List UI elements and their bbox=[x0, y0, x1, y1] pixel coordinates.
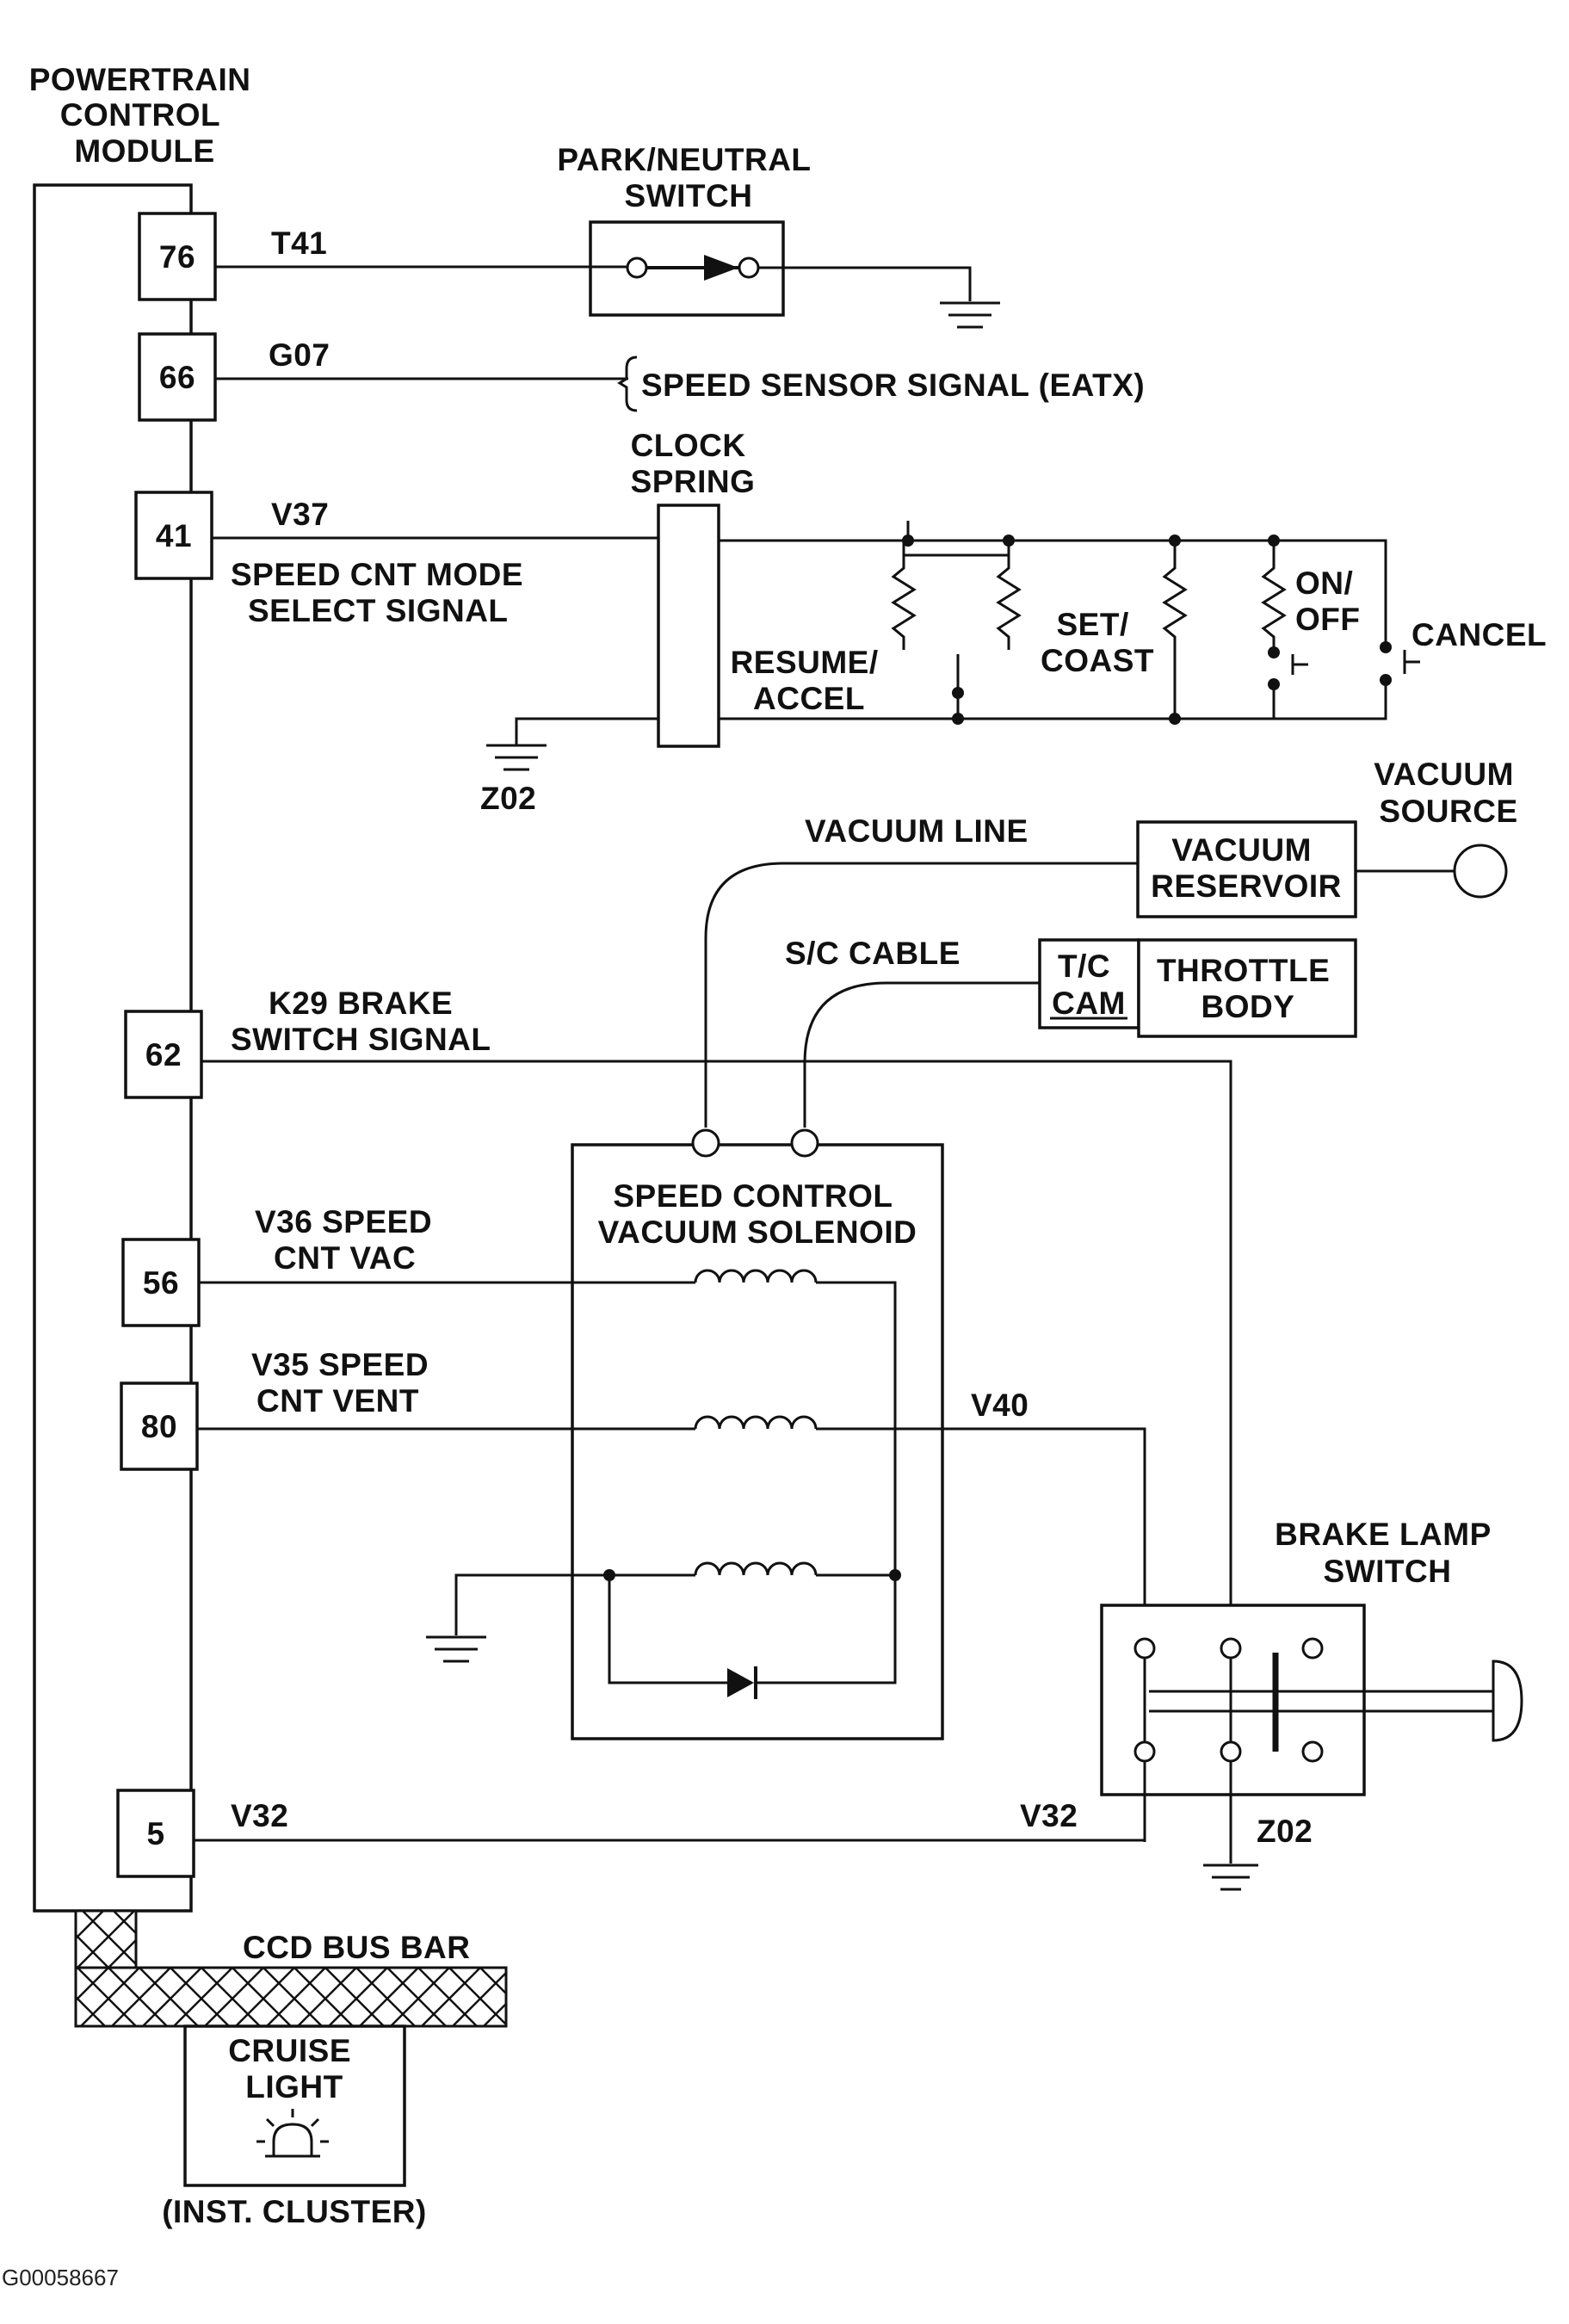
ground-icon bbox=[486, 744, 547, 771]
cancel-label: CANCEL bbox=[1411, 617, 1547, 652]
pcm-pin-76 bbox=[138, 212, 217, 301]
lamp-icon bbox=[256, 2109, 329, 2158]
tc-cam-label: T/C CAM bbox=[1052, 949, 1126, 1021]
wire-z02-ground bbox=[515, 717, 658, 745]
v37-description: SPEED CNT MODE SELECT SIGNAL bbox=[231, 557, 533, 628]
ccd-bus-bar bbox=[74, 1966, 508, 2028]
figure-code: G00058667 bbox=[2, 2265, 119, 2290]
pcm-pin-62 bbox=[124, 1010, 203, 1099]
vacuum-source-label: VACUUM SOURCE bbox=[1374, 757, 1523, 829]
wire-g07-label: G07 bbox=[269, 337, 330, 373]
brake-lamp-switch bbox=[1100, 1604, 1366, 1796]
cruise-light-label: CRUISE LIGHT bbox=[228, 2033, 361, 2105]
diode-icon bbox=[727, 1666, 757, 1699]
dump-coil bbox=[694, 1561, 818, 1576]
resistor-2 bbox=[996, 555, 1022, 650]
pcm-pin-80 bbox=[120, 1381, 199, 1471]
clock-spring-label: CLOCK SPRING bbox=[631, 428, 756, 499]
connector-bracket-icon bbox=[617, 355, 638, 412]
pin-76-label: 76 bbox=[159, 239, 195, 275]
wire-v32-left-label: V32 bbox=[231, 1798, 288, 1833]
wire-v37-label: V37 bbox=[271, 497, 329, 532]
resistor-on-off bbox=[1261, 541, 1287, 650]
wire-v35-label: V35 SPEED CNT VENT bbox=[251, 1347, 438, 1419]
wire-v40-label: V40 bbox=[971, 1388, 1028, 1423]
pcm-title: POWERTRAIN CONTROL MODULE bbox=[29, 62, 261, 169]
pin-80-label: 80 bbox=[141, 1409, 177, 1444]
vent-coil bbox=[694, 1415, 818, 1430]
ccd-bus-bar-label: CCD BUS BAR bbox=[243, 1930, 471, 1965]
speed-control-vacuum-solenoid bbox=[571, 1143, 944, 1740]
pin-5-label: 5 bbox=[146, 1816, 164, 1851]
solenoid-label: SPEED CONTROL VACUUM SOLENOID bbox=[598, 1178, 917, 1250]
wire-v36-label: V36 SPEED CNT VAC bbox=[255, 1204, 442, 1276]
vacuum-reservoir-label: VACUUM RESERVOIR bbox=[1151, 832, 1342, 904]
ground-icon bbox=[1203, 1864, 1258, 1891]
park-neutral-contact-left bbox=[626, 257, 648, 279]
z02-bottom-label: Z02 bbox=[1257, 1814, 1313, 1849]
ground-icon bbox=[426, 1635, 486, 1663]
ccd-bus-stub bbox=[74, 1909, 138, 1969]
vacuum-line-label: VACUUM LINE bbox=[805, 813, 1028, 849]
cancel-push-icon bbox=[1403, 650, 1420, 674]
throttle-body bbox=[1137, 938, 1357, 1038]
instrument-cluster bbox=[183, 2024, 406, 2187]
solenoid-vacuum-port bbox=[691, 1128, 720, 1158]
wire-k29-label: K29 BRAKE SWITCH SIGNAL bbox=[231, 986, 491, 1057]
sc-cable-label: S/C CABLE bbox=[785, 936, 961, 971]
pin-62-label: 62 bbox=[145, 1037, 182, 1072]
solenoid-cable-port bbox=[790, 1128, 819, 1158]
wire-solenoid-ground bbox=[454, 1573, 695, 1635]
vacuum-line bbox=[704, 862, 1138, 1128]
resistor-1 bbox=[891, 555, 917, 650]
park-neutral-contact-right bbox=[738, 257, 760, 279]
vacuum-reservoir bbox=[1136, 820, 1357, 918]
ground-icon bbox=[940, 301, 1000, 329]
pin-41-label: 41 bbox=[156, 518, 192, 553]
inst-cluster-label: (INST. CLUSTER) bbox=[162, 2194, 427, 2229]
pin-56-label: 56 bbox=[143, 1265, 179, 1301]
wire-v32 bbox=[194, 1761, 1146, 1842]
resume-accel-label: RESUME/ ACCEL bbox=[731, 645, 888, 716]
pcm-pin-66 bbox=[138, 332, 217, 422]
pcm-pin-41 bbox=[134, 491, 213, 580]
pin-66-label: 66 bbox=[159, 360, 195, 395]
vac-coil bbox=[694, 1269, 818, 1283]
brake-lamp-switch-label: BRAKE LAMP SWITCH bbox=[1275, 1517, 1500, 1589]
wire-k29 bbox=[201, 1060, 1232, 1627]
resistor-set-coast bbox=[1162, 541, 1188, 719]
brake-plunger-head bbox=[1492, 1660, 1523, 1742]
brake-plunger-shaft bbox=[1149, 1690, 1493, 1713]
switch-top-bus bbox=[719, 539, 1387, 646]
pcm-pin-5 bbox=[116, 1789, 195, 1878]
pcm-pin-56 bbox=[121, 1238, 201, 1327]
throttle-body-label: THROTTLE BODY bbox=[1157, 953, 1339, 1024]
set-coast-label: SET/ COAST bbox=[1041, 607, 1154, 678]
sc-cable bbox=[803, 981, 1040, 1128]
switch-arrow-icon bbox=[704, 255, 738, 281]
wire-v32-right-label: V32 bbox=[1020, 1798, 1078, 1833]
on-off-label: ON/ OFF bbox=[1295, 566, 1362, 637]
speed-sensor-signal-label: SPEED SENSOR SIGNAL (EATX) bbox=[641, 368, 1145, 403]
switch-bottom-bus bbox=[719, 676, 1387, 720]
on-off-push-icon bbox=[1291, 654, 1308, 675]
wire-park-ground bbox=[758, 266, 972, 301]
wire-t41-label: T41 bbox=[271, 226, 327, 261]
clock-spring bbox=[657, 504, 720, 748]
park-neutral-switch-label: PARK/NEUTRAL SWITCH bbox=[557, 142, 819, 213]
vacuum-source bbox=[1453, 844, 1508, 899]
z02-ground-label: Z02 bbox=[480, 781, 536, 816]
